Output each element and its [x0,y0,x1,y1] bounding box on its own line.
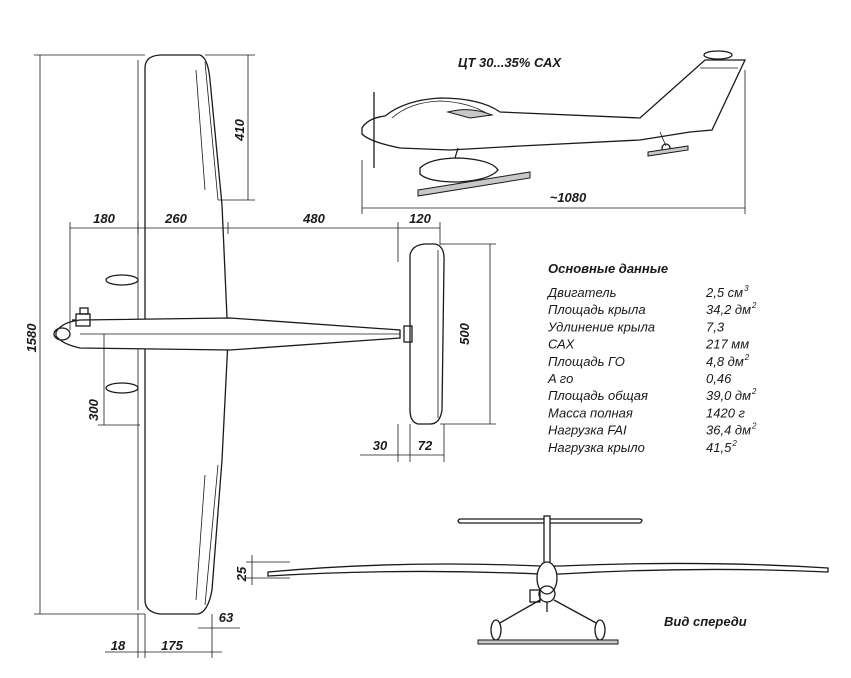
spec-name: Удлинение крыла [547,319,655,334]
front-view-caption: Вид спереди [664,614,747,629]
spec-name: Нагрузка крыло [548,440,645,455]
spec-name: САХ [548,337,576,352]
spec-name: Площадь ГО [548,354,625,369]
dim-wing-to-tail: 480 [302,211,325,226]
fin-root [403,325,413,343]
main-wheel-pant [419,157,499,183]
front-fuselage [536,561,558,595]
aileron-hinge-bottom [195,474,206,601]
dim-tail-elevator: 30 [373,438,388,453]
spec-superscript: 2 [751,422,757,431]
dim-tip-chord: 175 [161,638,183,653]
spec-superscript: 2 [751,387,757,396]
spec-superscript: 3 [744,284,749,293]
spec-superscript: 2 [751,301,757,310]
fuselage-side [361,59,747,151]
spec-superscript: 2 [731,439,737,448]
dim-tip-aileron: 63 [219,610,234,625]
spec-value: 0,46 [706,371,732,386]
horizontal-tail [409,243,445,425]
top-view [53,54,445,615]
dim-tail-chord: 120 [409,211,431,226]
spinner [53,327,71,341]
spec-value: 36,4 дм [706,423,751,438]
side-view: ЦТ 30...35% САХ ~1080 [361,50,747,214]
front-fin [543,515,551,567]
dim-tail-chord-root: 72 [418,438,433,453]
ground-tail [647,145,689,157]
wheel-right [105,382,139,394]
dim-wing-chord: 260 [164,211,187,226]
spec-value: 2,5 см [705,285,743,300]
dim-dihedral: 25 [234,566,249,582]
canopy-shade [446,109,494,119]
spec-value: 217 мм [705,337,749,352]
ground-front [477,639,619,645]
front-wheel-right [594,619,606,641]
front-engine [529,589,541,603]
front-wheel-left [490,619,502,641]
spec-name: Двигатель [546,285,617,300]
aileron-top [204,61,219,201]
wheel-left [105,274,139,286]
spec-name: Нагрузка FAI [548,423,627,438]
dim-wing-offset: 300 [86,398,101,420]
dim-nose-to-wing: 180 [93,211,115,226]
spec-value: 41,5 [706,440,732,455]
cg-label: ЦТ 30...35% САХ [458,55,562,70]
fin-tip [703,50,733,60]
specs-title: Основные данные [548,261,668,276]
dimension-lines [34,54,496,658]
spec-name: Площадь крыла [548,302,646,317]
spec-value: 7,3 [706,319,725,334]
spec-name: Площадь общая [548,388,648,403]
gear-leg-left [497,599,541,625]
engine-icon [72,307,91,327]
ground-side [417,171,531,197]
dim-wingspan: 1580 [24,323,39,353]
dim-tip-length: 410 [232,118,247,141]
dim-root-offset: 18 [111,638,126,653]
spec-value: 39,0 дм [706,388,751,403]
front-view: 25 Вид спереди [234,515,829,645]
spec-name: Масса полная [548,405,633,420]
dim-tail-span: 500 [457,322,472,344]
spec-value: 4,8 дм [706,354,744,369]
spec-superscript: 2 [744,353,750,362]
spec-value: 1420 г [706,405,746,420]
wing-outline [144,54,229,615]
canopy [391,100,489,119]
gear-leg-right [553,599,599,625]
spec-value: 34,2 дм [706,302,751,317]
aileron-bottom [204,464,219,606]
spec-name: A го [547,371,573,386]
dim-fuselage-length: ~1080 [550,190,587,205]
aileron-hinge-top [195,69,206,191]
